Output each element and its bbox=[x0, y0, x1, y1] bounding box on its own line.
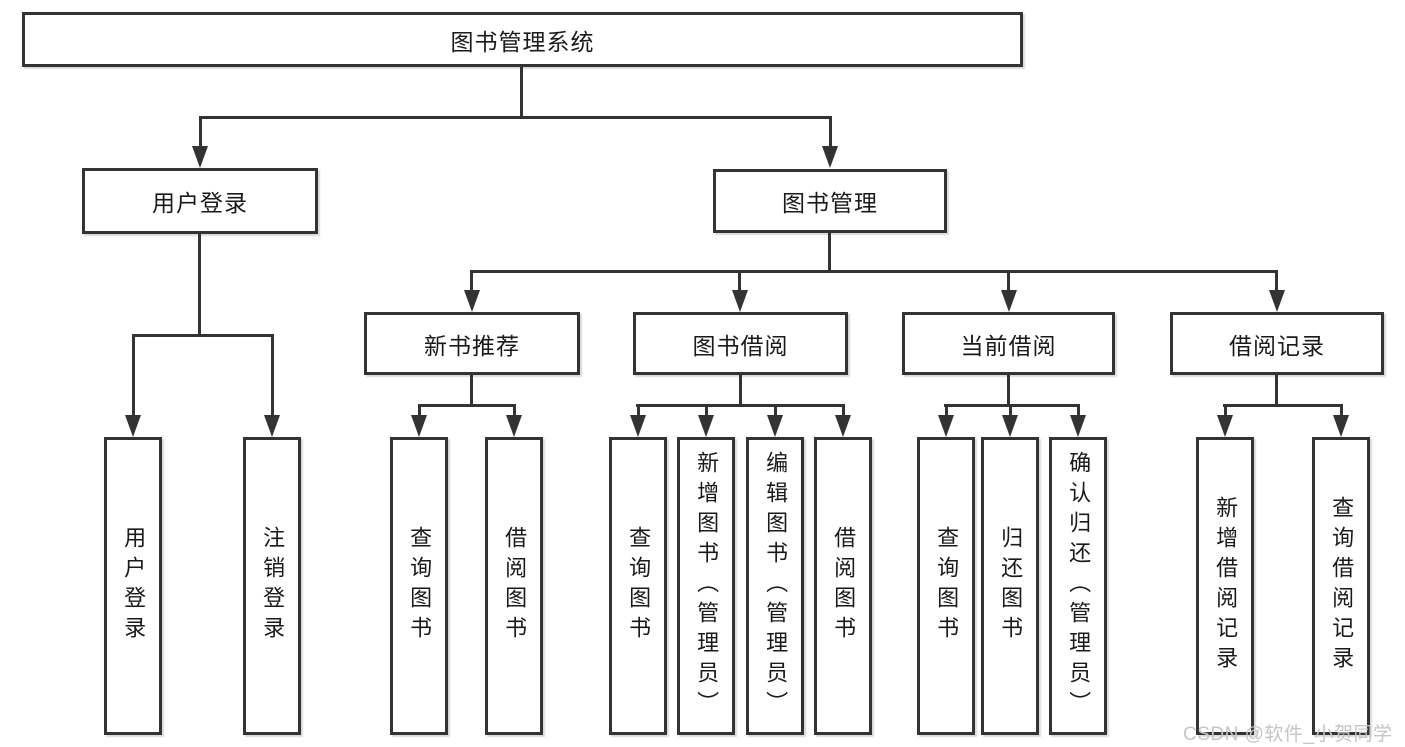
leaf-return-book: 归还图书 bbox=[981, 437, 1039, 735]
arrow-down-icon bbox=[767, 415, 783, 437]
arrow-down-icon bbox=[822, 146, 838, 168]
leaf-add-borrow-record: 新增借阅记录 bbox=[1196, 437, 1254, 735]
node-root: 图书管理系统 bbox=[22, 12, 1023, 67]
node-book-borrow: 图书借阅 bbox=[633, 312, 848, 375]
node-new-book-recommend: 新书推荐 bbox=[364, 312, 580, 375]
leaf-query-borrow-record: 查询借阅记录 bbox=[1312, 437, 1370, 735]
arrow-down-icon bbox=[938, 415, 954, 437]
arrow-down-icon bbox=[125, 415, 141, 437]
connector-drop-leaf-logout bbox=[271, 334, 274, 418]
connector-borrow-records-stem bbox=[1275, 375, 1278, 407]
arrow-down-icon bbox=[698, 415, 714, 437]
connector-drop bbox=[842, 404, 845, 418]
leaf-user-login: 用户登录 bbox=[104, 437, 162, 735]
arrow-down-icon bbox=[1333, 415, 1349, 437]
leaf-query-books-borrow-label: 查询图书 bbox=[626, 526, 652, 646]
arrow-down-icon bbox=[1070, 415, 1086, 437]
connector-borrow-records-crossbar bbox=[1223, 404, 1343, 407]
leaf-query-books-recommend: 查询图书 bbox=[390, 437, 448, 735]
connector-drop bbox=[1077, 404, 1080, 418]
csdn-watermark: CSDN @软件_小贺同学 bbox=[1183, 724, 1393, 745]
connector-drop bbox=[513, 404, 516, 418]
leaf-borrow-books-borrow: 借阅图书 bbox=[814, 437, 872, 735]
leaf-confirm-return-admin-label: 确认归还（管理员） bbox=[1066, 451, 1092, 721]
connector-book-management-stem bbox=[828, 233, 831, 273]
connector-user-login-crossbar bbox=[132, 334, 274, 337]
arrow-down-icon bbox=[464, 290, 480, 312]
arrow-down-icon bbox=[732, 290, 748, 312]
connector-drop-user-login bbox=[199, 116, 202, 150]
node-book-management-label: 图书管理 bbox=[782, 190, 878, 216]
leaf-add-borrow-record-label: 新增借阅记录 bbox=[1213, 496, 1239, 676]
arrow-down-icon bbox=[1269, 290, 1285, 312]
node-current-borrow: 当前借阅 bbox=[902, 312, 1115, 375]
leaf-logout: 注销登录 bbox=[243, 437, 301, 735]
connector-root-stem bbox=[520, 67, 523, 118]
node-new-book-recommend-label: 新书推荐 bbox=[424, 332, 520, 359]
node-user-login: 用户登录 bbox=[82, 168, 318, 234]
connector-drop-book-borrow bbox=[738, 270, 741, 294]
leaf-query-books-current: 查询图书 bbox=[917, 437, 975, 735]
node-book-borrow-label: 图书借阅 bbox=[692, 332, 789, 359]
arrow-down-icon bbox=[411, 415, 427, 437]
connector-drop-current-borrow bbox=[1007, 270, 1010, 294]
leaf-add-book-admin: 新增图书（管理员） bbox=[677, 437, 735, 735]
arrow-down-icon bbox=[835, 415, 851, 437]
connector-new-book-crossbar bbox=[418, 404, 516, 407]
leaf-query-borrow-record-label: 查询借阅记录 bbox=[1329, 496, 1355, 676]
connector-drop bbox=[1009, 404, 1012, 418]
connector-drop bbox=[705, 404, 708, 418]
connector-drop bbox=[945, 404, 948, 418]
node-borrow-records: 借阅记录 bbox=[1170, 312, 1384, 375]
connector-book-borrow-crossbar bbox=[636, 404, 845, 407]
arrow-down-icon bbox=[192, 146, 208, 168]
leaf-query-books-current-label: 查询图书 bbox=[934, 526, 960, 646]
arrow-down-icon bbox=[1001, 290, 1017, 312]
connector-new-book-stem bbox=[470, 375, 473, 407]
connector-drop bbox=[1340, 404, 1343, 418]
leaf-confirm-return-admin: 确认归还（管理员） bbox=[1049, 437, 1107, 735]
connector-book-management-crossbar bbox=[470, 270, 1278, 273]
connector-drop bbox=[418, 404, 421, 418]
arrow-down-icon bbox=[264, 415, 280, 437]
leaf-edit-book-admin-label: 编辑图书（管理员） bbox=[763, 451, 789, 721]
leaf-borrow-books-borrow-label: 借阅图书 bbox=[831, 526, 857, 646]
node-borrow-records-label: 借阅记录 bbox=[1229, 332, 1325, 359]
connector-user-login-stem bbox=[198, 234, 201, 336]
leaf-logout-label: 注销登录 bbox=[260, 526, 286, 646]
leaf-query-books-borrow: 查询图书 bbox=[609, 437, 667, 735]
connector-drop bbox=[637, 404, 640, 418]
leaf-add-book-admin-label: 新增图书（管理员） bbox=[694, 451, 720, 721]
leaf-query-books-recommend-label: 查询图书 bbox=[407, 526, 433, 646]
node-current-borrow-label: 当前借阅 bbox=[960, 332, 1057, 359]
connector-drop bbox=[774, 404, 777, 418]
connector-current-borrow-stem bbox=[1007, 375, 1010, 407]
arrow-down-icon bbox=[1002, 415, 1018, 437]
connector-root-crossbar bbox=[199, 116, 832, 119]
connector-drop-borrow-records bbox=[1275, 270, 1278, 294]
node-user-login-label: 用户登录 bbox=[152, 190, 248, 216]
leaf-edit-book-admin: 编辑图书（管理员） bbox=[746, 437, 804, 735]
connector-drop-new-book bbox=[470, 270, 473, 294]
arrow-down-icon bbox=[1217, 415, 1233, 437]
leaf-return-book-label: 归还图书 bbox=[998, 526, 1024, 646]
connector-drop-book-management bbox=[829, 116, 832, 150]
arrow-down-icon bbox=[506, 415, 522, 437]
connector-current-borrow-crossbar bbox=[944, 404, 1080, 407]
arrow-down-icon bbox=[630, 415, 646, 437]
leaf-borrow-books-recommend: 借阅图书 bbox=[485, 437, 543, 735]
node-root-label: 图书管理系统 bbox=[450, 28, 595, 55]
node-book-management: 图书管理 bbox=[713, 169, 947, 233]
leaf-borrow-books-recommend-label: 借阅图书 bbox=[502, 526, 528, 646]
connector-drop bbox=[1224, 404, 1227, 418]
connector-book-borrow-stem bbox=[739, 375, 742, 407]
connector-drop-leaf-login bbox=[132, 334, 135, 418]
leaf-user-login-label: 用户登录 bbox=[121, 526, 147, 646]
